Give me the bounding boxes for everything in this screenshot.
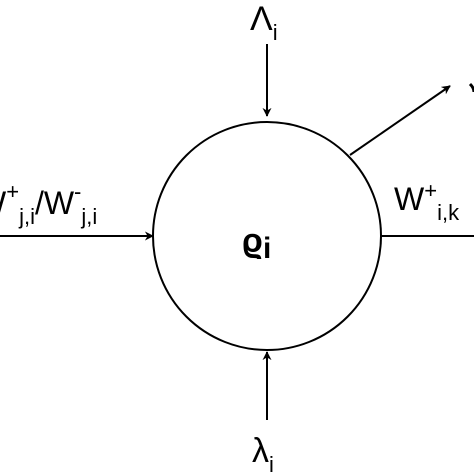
- left-label-sub1: j,i: [18, 204, 35, 229]
- left-label-sup1: +: [6, 179, 19, 204]
- left-label-base2: W: [44, 185, 75, 221]
- node-subscript: i: [263, 232, 271, 265]
- top-label-subscript: i: [273, 20, 278, 45]
- top-label-base: Λ: [250, 0, 273, 38]
- right-label-base: W: [394, 181, 425, 217]
- node-symbol: ϱ: [242, 222, 263, 260]
- right-label-sup: +: [424, 178, 437, 203]
- diagonal-output-arrow: [349, 85, 451, 156]
- left-label-sub2: j,i: [80, 204, 97, 229]
- left-label-sup2: -: [74, 179, 81, 204]
- right-label-sub: i,k: [437, 200, 460, 225]
- right-output-label: W+i,k: [394, 178, 460, 225]
- bottom-label-base: λ: [252, 432, 269, 470]
- neuron-node-label: ϱi: [242, 222, 271, 265]
- clipped-label-fragment: [468, 82, 474, 93]
- left-input-label: W+j,i/W-j,i: [0, 179, 97, 229]
- left-label-slash: /: [35, 185, 44, 221]
- bottom-input-label: λi: [252, 432, 274, 474]
- bottom-label-subscript: i: [269, 452, 274, 474]
- top-input-label: Λi: [250, 0, 278, 45]
- left-label-base: W: [0, 185, 7, 221]
